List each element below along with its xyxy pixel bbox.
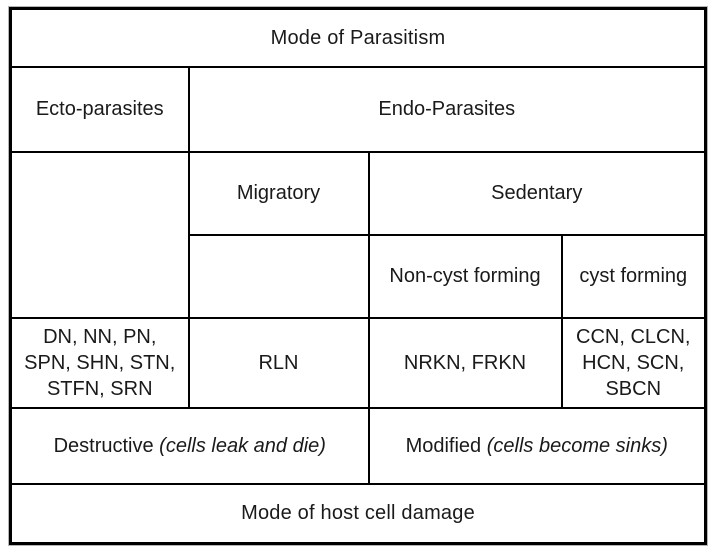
header-mode-of-parasitism: Mode of Parasitism [9, 7, 707, 68]
destructive-label: Destructive [53, 434, 154, 457]
cell-non-cyst-examples: NRKN, FRKN [367, 316, 563, 409]
modified-note: (cells become sinks) [486, 434, 668, 457]
cell-ecto-examples: DN, NN, PN, SPN, SHN, STN, STFN, SRN [9, 316, 190, 409]
row-mode-of-parasitism: Mode of Parasitism [9, 7, 707, 68]
cell-sedentary: Sedentary [367, 150, 707, 236]
footer-mode-of-host-cell-damage: Mode of host cell damage [9, 482, 707, 545]
row-sedentary-subtypes: Non-cyst forming cyst forming [11, 233, 707, 319]
row-damage-modes: Destructive (cells leak and die) Modifie… [9, 406, 707, 485]
cell-endo-parasites: Endo-Parasites [187, 65, 707, 153]
cell-non-cyst-forming: Non-cyst forming [367, 233, 563, 319]
cell-ecto-empty-spacer [9, 150, 190, 319]
row-mode-of-host-cell-damage: Mode of host cell damage [9, 482, 707, 545]
row-parasite-types: Ecto-parasites Endo-Parasites [9, 65, 707, 153]
row-examples: DN, NN, PN, SPN, SHN, STN, STFN, SRN RLN… [9, 316, 707, 409]
cell-ecto-parasites: Ecto-parasites [9, 65, 190, 153]
parasitism-classification-figure: Mode of Parasitism Ecto-parasites Endo-P… [8, 6, 708, 546]
cell-destructive-damage: Destructive (cells leak and die) [9, 406, 370, 485]
cell-migratory-examples: RLN [187, 316, 370, 409]
modified-label: Modified [405, 434, 482, 457]
cell-cyst-examples: CCN, CLCN, HCN, SCN, SBCN [560, 316, 707, 409]
cell-cyst-forming: cyst forming [560, 233, 707, 319]
row-endo-subtypes: Migratory Sedentary [9, 150, 707, 319]
cell-migratory-empty-spacer [187, 233, 370, 319]
parasitism-table: Mode of Parasitism Ecto-parasites Endo-P… [8, 6, 708, 546]
cell-migratory: Migratory [187, 150, 370, 236]
cell-modified-damage: Modified (cells become sinks) [367, 406, 707, 485]
destructive-note: (cells leak and die) [159, 434, 326, 457]
